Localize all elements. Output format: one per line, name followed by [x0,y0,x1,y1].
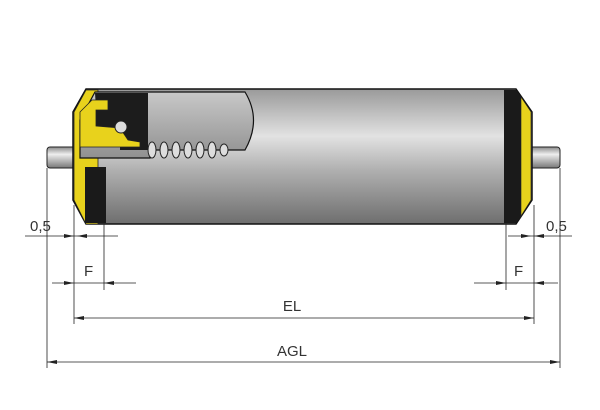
label-el: EL [283,298,301,315]
label-agl: AGL [277,343,307,360]
end-cap-right [504,90,522,223]
extension-lines [46,168,561,368]
label-f-left: F [84,263,93,280]
label-f-right: F [514,263,523,280]
bearing-ball [114,120,128,134]
label-gap-right: 0,5 [546,218,567,235]
spring [147,141,229,159]
bearing-housing-right [520,96,532,218]
bearing-housing-inner [79,99,141,148]
end-cap-left [85,167,106,223]
label-gap-left: 0,5 [30,218,51,235]
